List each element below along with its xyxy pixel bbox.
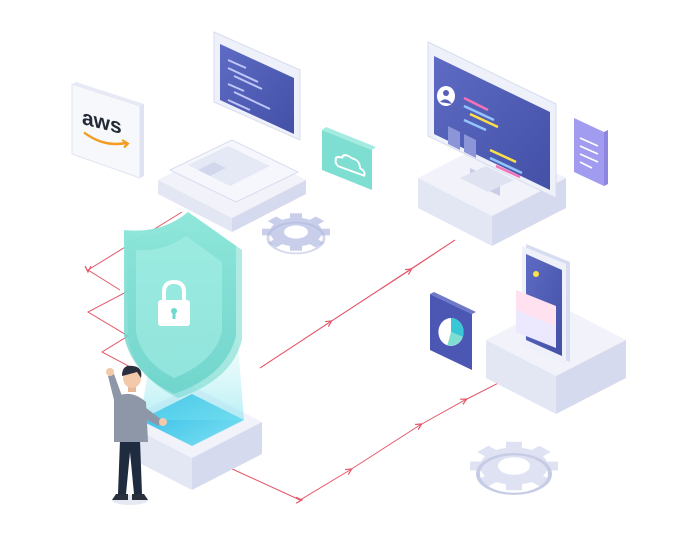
shield-icon — [124, 212, 242, 398]
phone — [516, 244, 570, 364]
laptop-screen — [220, 44, 294, 134]
code-lines — [227, 59, 271, 111]
gear-large-edge — [476, 453, 552, 495]
connector-pool-to-gear — [229, 371, 521, 500]
cloud-icon — [334, 154, 366, 177]
user-avatar-icon — [437, 86, 455, 106]
person — [106, 365, 167, 505]
lock-icon — [158, 279, 190, 326]
document-icon — [574, 118, 608, 186]
connector-shield-to-monitor-arrows — [259, 239, 456, 369]
monitor — [427, 41, 557, 199]
gear-shadow — [266, 221, 326, 255]
cloud-tile — [322, 127, 376, 190]
pie-chart-icon — [438, 318, 464, 346]
aws-card: aws — [71, 82, 144, 179]
laptop — [168, 31, 301, 203]
connector-lines — [88, 211, 521, 500]
pie-chart-tile — [430, 292, 476, 370]
